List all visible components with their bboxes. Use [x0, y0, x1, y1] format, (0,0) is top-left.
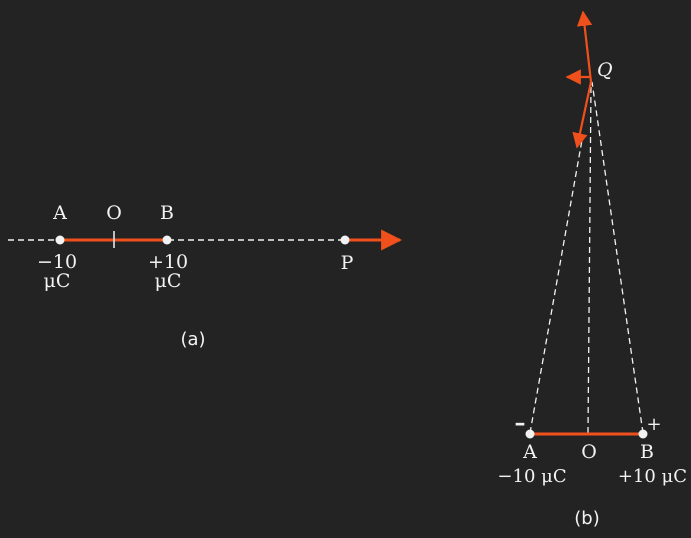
label-b: B — [640, 441, 654, 463]
plus-sign: + — [646, 414, 661, 435]
charge-b-value: +10 — [148, 251, 188, 273]
caption-a: (a) — [180, 329, 205, 350]
label-b: B — [160, 202, 174, 224]
point-p — [340, 235, 350, 245]
label-p: P — [341, 252, 354, 274]
charge-a-value: −10 — [37, 251, 77, 273]
charge-a-unit: μC — [44, 270, 71, 292]
field-vector-from-b — [576, 10, 593, 83]
label-q: Q — [597, 59, 613, 81]
minus-sign: – — [515, 410, 526, 436]
point-b — [162, 235, 172, 245]
dashed-line-a-to-arrow-tip — [529, 139, 583, 434]
label-o: O — [106, 202, 122, 224]
charge-b-unit: μC — [155, 270, 182, 292]
point-b — [638, 429, 648, 439]
point-a — [55, 235, 65, 245]
figure-b: Q – + A O B −10 μC +10 μC (b) — [497, 10, 687, 529]
figure-a: A O B P −10 μC +10 μC (a) — [8, 202, 403, 350]
charge-a: −10 μC — [497, 466, 566, 487]
label-a: A — [522, 441, 537, 463]
dashed-line-b-to-q — [591, 81, 644, 434]
point-a — [525, 429, 535, 439]
label-a: A — [52, 202, 67, 224]
caption-b: (b) — [574, 508, 599, 529]
field-vector-toward-a — [572, 81, 593, 149]
label-o: O — [581, 441, 597, 463]
charge-b: +10 μC — [618, 466, 687, 487]
dashed-line-o-to-q — [587, 83, 592, 434]
